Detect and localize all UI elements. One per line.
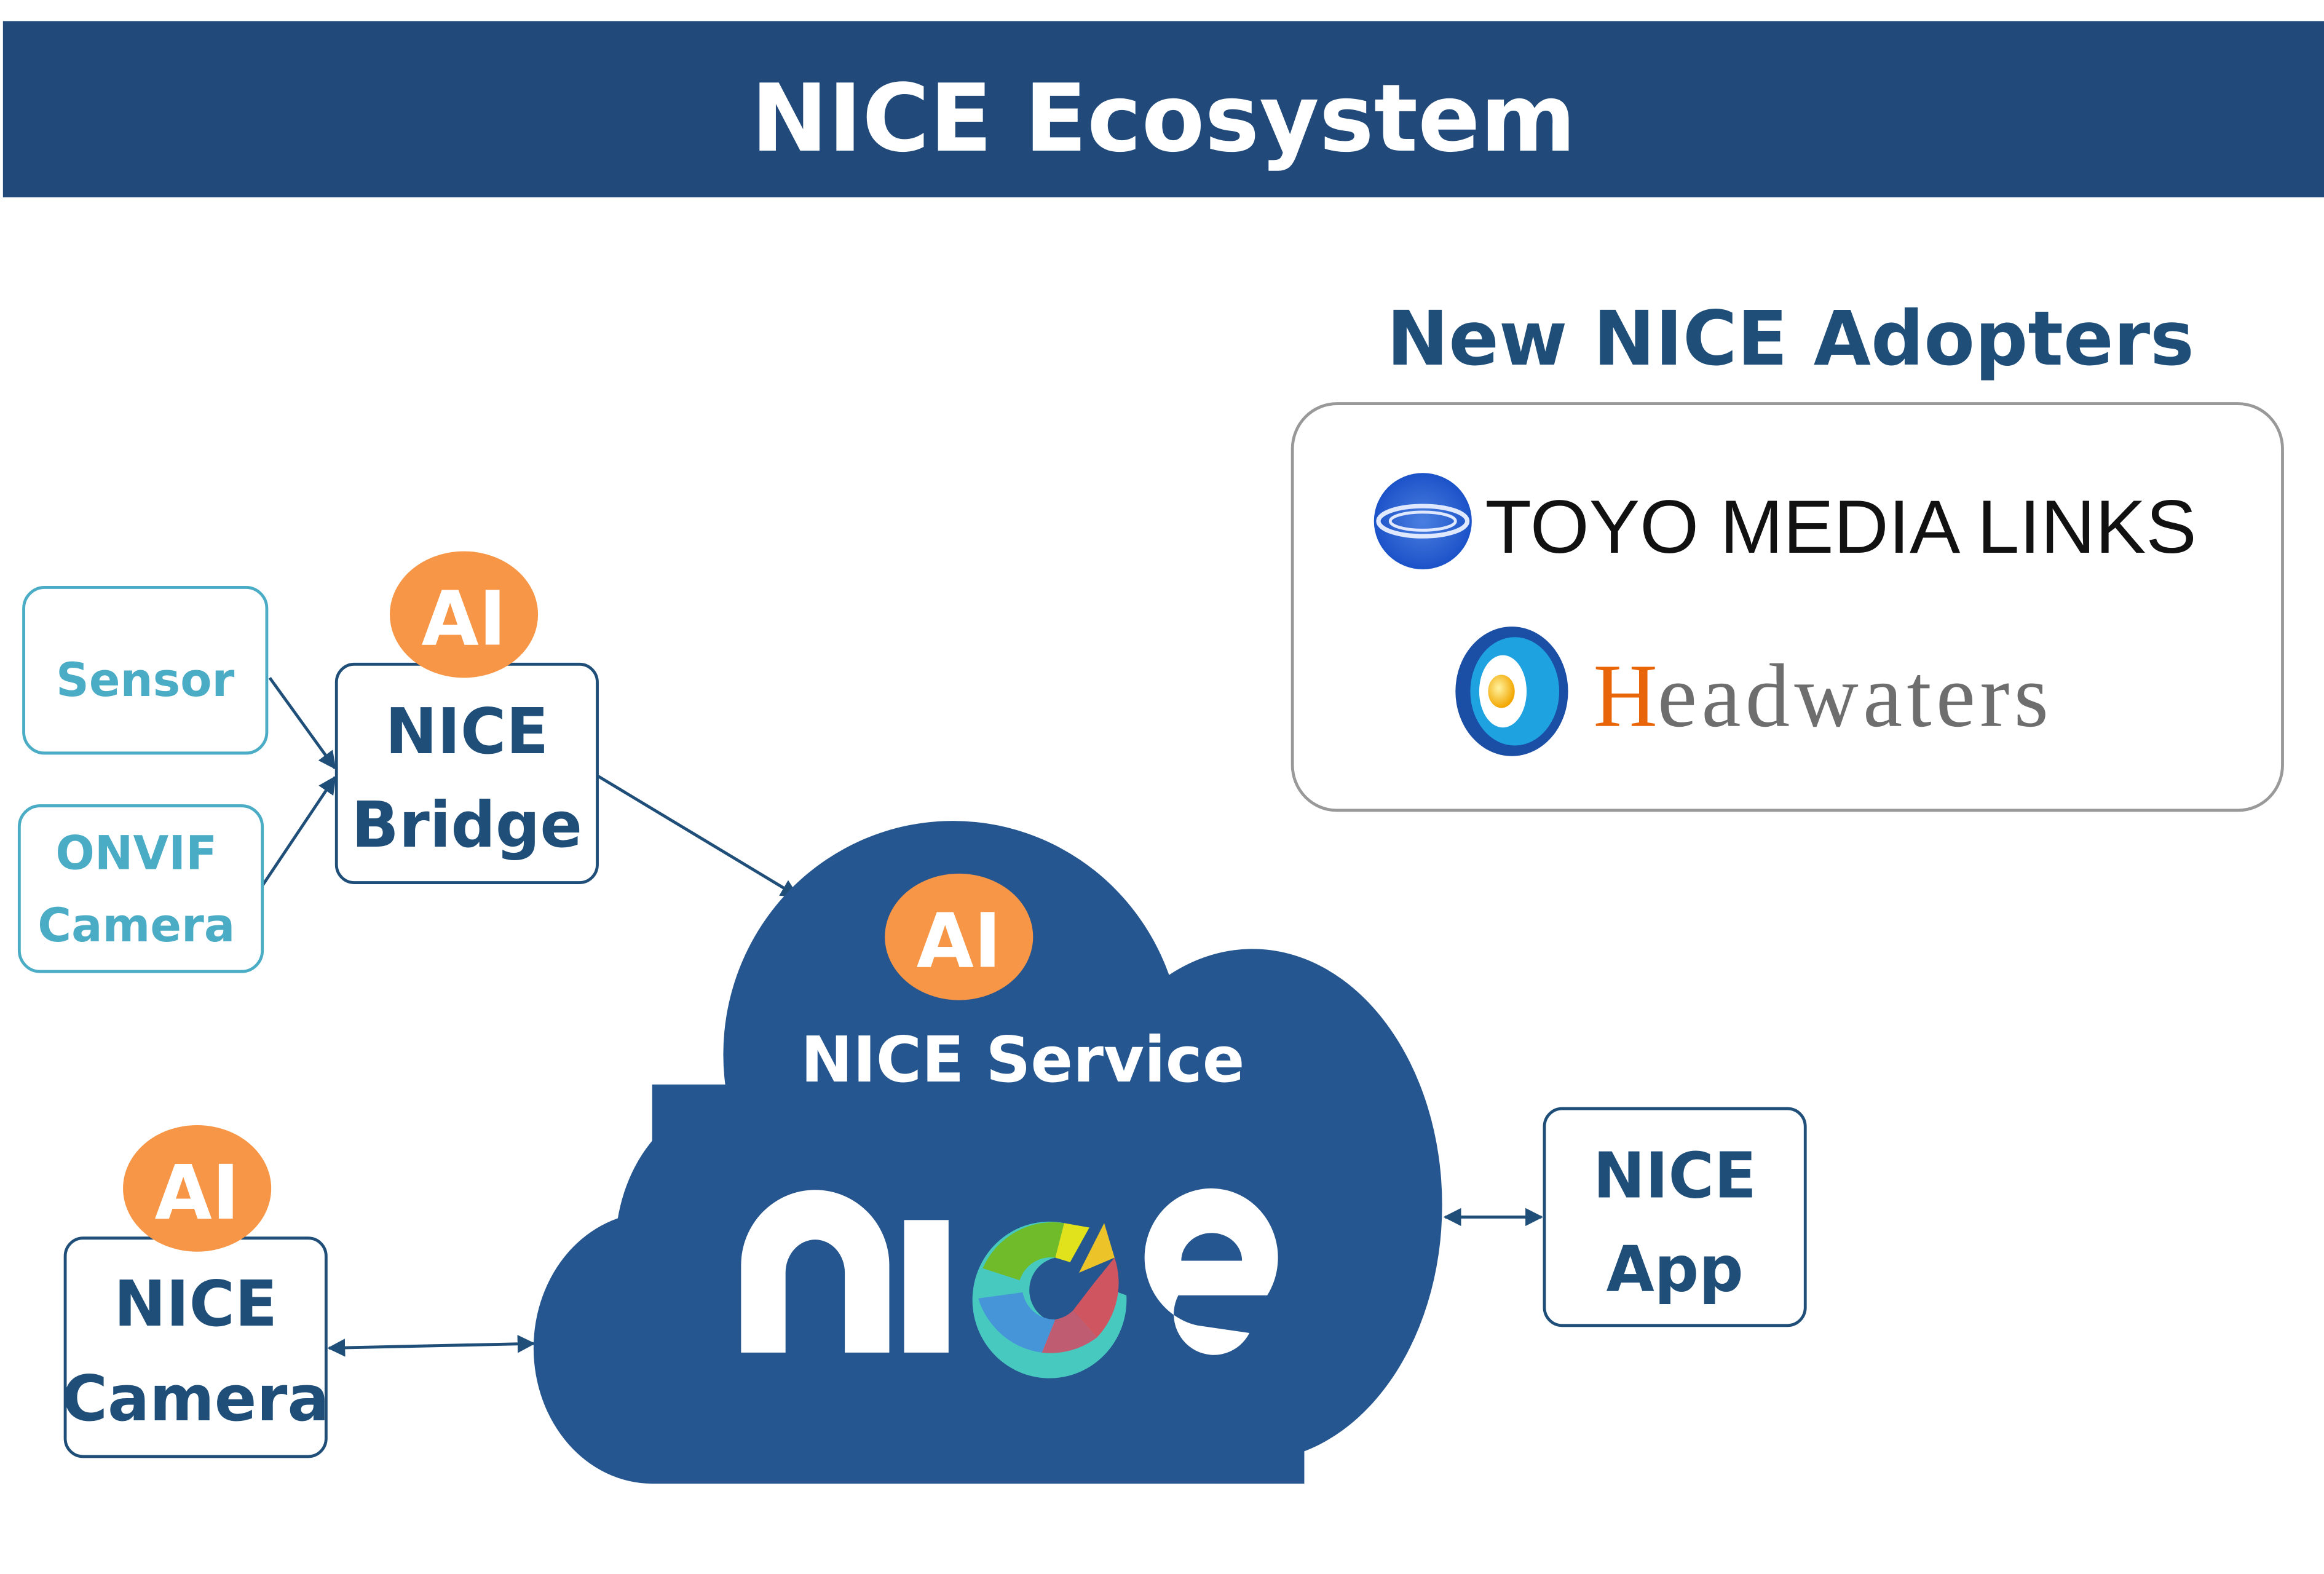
ai-badge-label: AI [155,1149,240,1236]
nice-service-cloud: AI NICE Service nice [0,0,1442,1484]
svg-text:Headwaters: Headwaters [1594,646,2053,746]
nice-app-node: NICE App [1543,1107,1807,1327]
page-title: NICE Ecosystem [751,64,1576,173]
headwaters-logo: Headwaters [1455,627,2053,756]
ai-badge [390,551,539,678]
sensor-label: Sensor [56,652,234,707]
nice-logo-text: nice [0,0,3,1]
onvif-to-bridge-arrow [261,775,336,887]
camera-service-arrow [327,1335,536,1357]
ai-badge [123,1125,272,1252]
sensor-node: Sensor [22,585,269,755]
ai-badge-label: AI [421,575,506,663]
header-bar: NICE Ecosystem [2,21,2324,197]
camera-label-line1: NICE [114,1267,277,1341]
nice-bridge-node: NICE Bridge AI [334,551,599,885]
onvif-label-line1: ONVIF [55,826,217,880]
onvif-label-line2: Camera [38,898,235,953]
connectors [261,676,1544,1357]
bridge-label-line1: NICE [385,695,548,769]
toyo-media-links-logo: TOYO MEDIA LINKS [1373,473,2197,570]
bridge-to-service-arrow [596,774,799,898]
onvif-camera-node: ONVIF Camera [17,804,264,973]
sensor-to-bridge-arrow [268,676,336,770]
app-label-line2: App [1606,1233,1743,1307]
headwaters-text: eadwaters [1658,646,2053,746]
adopters-heading: New NICE Adopters [1386,295,2194,382]
bridge-label-line2: Bridge [352,788,582,862]
toyo-media-links-text: TOYO MEDIA LINKS [1485,484,2197,569]
nice-camera-node: NICE Camera AI [62,1125,330,1458]
app-label-line1: NICE [1593,1139,1757,1213]
nice-service-label: NICE Service [800,1023,1244,1097]
headwaters-initial: H [1594,646,1658,746]
nice-logo: nice [0,0,1278,1378]
camera-label-line2: Camera [62,1362,330,1436]
ai-badge [885,873,1034,1000]
ai-badge-label: AI [917,897,1002,985]
adopters-box: TOYO MEDIA LINKS Headwaters [1290,402,2284,812]
